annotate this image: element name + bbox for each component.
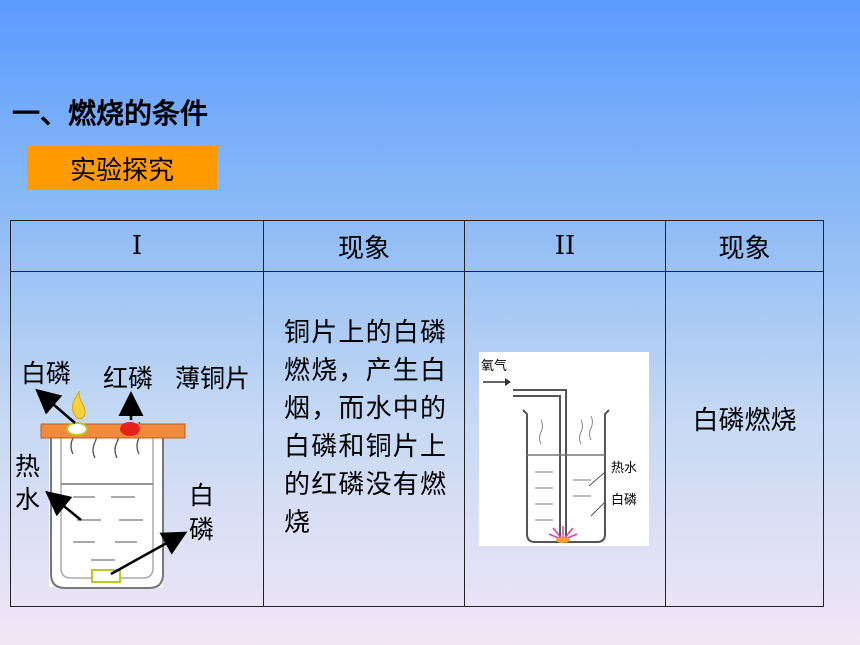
flame-icon (72, 390, 86, 420)
figure-cell-2: 氧气 热水 白磷 (464, 271, 666, 607)
label-red-phosphorus: 红磷 (103, 364, 153, 393)
phenomenon-cell-2: 白磷燃烧 (665, 271, 824, 607)
header-cell: I (10, 220, 264, 272)
experiment-table: I 现象 II 现象 (10, 220, 824, 607)
figure-cell-1: 白磷 红磷 薄铜片 热 水 白 磷 (10, 271, 264, 607)
label-white-phosphorus: 白磷 (21, 359, 71, 388)
red-phosphorus-shape (120, 422, 140, 436)
phenomenon-text-1: 铜片上的白磷燃烧，产生白烟，而水中的白磷和铜片上的红磷没有燃烧 (284, 318, 446, 538)
header-cell: 现象 (263, 220, 465, 272)
copper-sheet-shape (40, 423, 186, 439)
table-row: 白磷 红磷 薄铜片 热 水 白 磷 铜片上的白磷燃烧，产生白烟，而水中的白磷和铜… (10, 271, 824, 607)
figure-2-background (479, 352, 649, 546)
white-phosphorus-top-shape (66, 422, 88, 436)
label-oxygen: 氧气 (481, 358, 507, 374)
beaker-shape (49, 421, 164, 589)
phenomenon-text-2: 白磷燃烧 (692, 406, 797, 436)
label-copper-sheet: 薄铜片 (175, 364, 250, 393)
label-white-phosphorus-2: 白磷 (611, 492, 637, 508)
label-hot-water: 热水 (611, 461, 637, 476)
label-white-p-bottom-1: 白 (189, 481, 214, 510)
label-hot-water-1: 热 (15, 452, 40, 481)
label-hot-water-2: 水 (15, 485, 40, 514)
experiment-2-diagram: 氧气 热水 白磷 (479, 352, 649, 546)
header-cell: 现象 (665, 220, 824, 272)
page-title: 一、燃烧的条件 (12, 97, 209, 130)
table-header-row: I 现象 II 现象 (10, 220, 824, 272)
phenomenon-cell-1: 铜片上的白磷燃烧，产生白烟，而水中的白磷和铜片上的红磷没有燃烧 (263, 271, 465, 607)
experiment-1-diagram: 白磷 红磷 薄铜片 热 水 白 磷 (15, 359, 250, 589)
header-cell: II (464, 220, 666, 272)
label-white-p-bottom-2: 磷 (189, 515, 214, 544)
section-badge: 实验探究 (27, 146, 217, 190)
